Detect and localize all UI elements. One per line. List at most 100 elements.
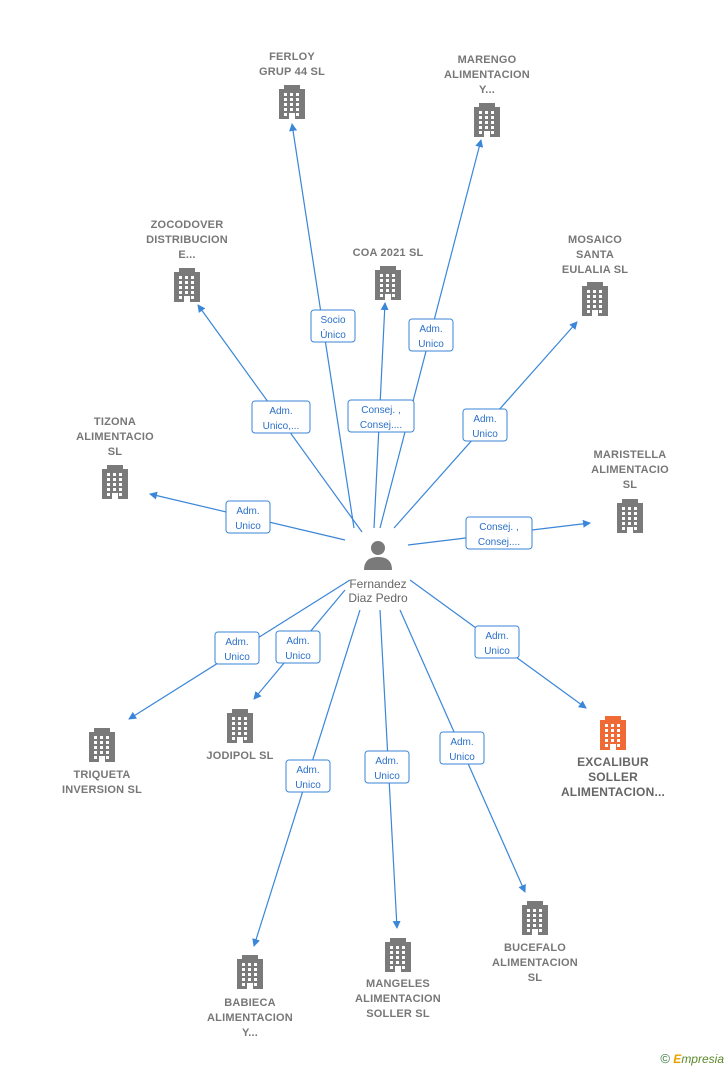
company-node-triqueta[interactable]: TRIQUETA INVERSION SL — [62, 728, 142, 796]
copyright-symbol: © — [660, 1051, 670, 1066]
edge-label-text: Unico — [224, 652, 250, 663]
company-name: FERLOY — [269, 51, 315, 63]
edge-label-zocodover[interactable]: Adm. Unico,... — [251, 400, 311, 434]
person-icon — [364, 541, 392, 570]
company-name: E... — [178, 249, 195, 261]
edge-label-box — [275, 630, 321, 664]
company-name: Y... — [242, 1027, 258, 1039]
building-icon — [102, 465, 128, 499]
edge-label-text: Unico — [235, 521, 261, 532]
edge-label-text: Adm. — [269, 406, 292, 417]
company-name: ALIMENTACION... — [561, 785, 665, 799]
edge-label-mangeles[interactable]: Adm.Unico — [364, 750, 410, 784]
edge-label-text: Unico,... — [263, 421, 300, 432]
company-node-coa[interactable]: COA 2021 SL — [353, 247, 424, 300]
company-name: TRIQUETA — [73, 769, 130, 781]
edge-label-text: Adm. — [286, 636, 309, 647]
company-name: DISTRIBUCION — [146, 234, 228, 246]
person-name: Diaz Pedro — [348, 591, 408, 605]
edge-label-text: Unico — [418, 339, 444, 350]
company-name: EXCALIBUR — [577, 755, 649, 769]
edge-label-box — [439, 731, 485, 765]
building-icon — [279, 85, 305, 119]
company-name: SOLLER — [588, 770, 638, 784]
brand-name: mpresia — [681, 1052, 724, 1066]
empresia-logo[interactable]: © Empresia — [660, 1051, 724, 1066]
company-node-marengo[interactable]: MARENGOALIMENTACIONY... — [444, 54, 530, 137]
building-icon — [89, 728, 115, 762]
edge-label-box — [310, 309, 356, 343]
company-name: BUCEFALO — [504, 942, 566, 954]
edge-label-box — [462, 408, 508, 442]
company-name: ALIMENTACION — [492, 957, 578, 969]
edge-label-text: Unico — [472, 429, 498, 440]
edge-label-excalibur[interactable]: Adm.Unico — [474, 625, 520, 659]
company-name: GRUP 44 SL — [259, 66, 325, 78]
company-name: SL — [623, 479, 638, 491]
edges-layer: SocioÚnicoAdm.UnicoAdm.Unico,...Consej. … — [128, 123, 591, 947]
company-node-babieca[interactable]: BABIECAALIMENTACIONY... — [207, 955, 293, 1039]
edge-label-box — [285, 759, 331, 793]
edge-label-text: Adm. — [473, 414, 496, 425]
edge-label-maristella[interactable]: Consej. ,Consej.... — [465, 516, 533, 550]
company-name: ALIMENTACION — [355, 993, 441, 1005]
edge-label-text: Adm. — [236, 506, 259, 517]
edge-label-text: Socio — [320, 315, 345, 326]
edge-label-mosaico[interactable]: Adm. Unico — [462, 408, 508, 442]
building-icon — [375, 266, 401, 300]
company-name: MOSAICO — [568, 234, 622, 246]
building-icon — [600, 716, 626, 750]
building-icon — [174, 268, 200, 302]
company-name: SL — [108, 446, 123, 458]
edge-label-box — [225, 500, 271, 534]
edge-label-bucefalo[interactable]: Adm.Unico — [439, 731, 485, 765]
edge-label-babieca[interactable]: Adm.Unico — [285, 759, 331, 793]
edge-label-jodipol[interactable]: Adm.Unico — [275, 630, 321, 664]
edge-label-text: Adm. — [419, 324, 442, 335]
company-node-jodipol[interactable]: JODIPOL SL — [206, 709, 273, 762]
company-node-ferloy[interactable]: FERLOY GRUP 44 SL — [259, 51, 325, 119]
edge-label-text: Unico — [374, 771, 400, 782]
edge-label-text: Único — [320, 328, 346, 341]
edge-label-text: Consej.... — [360, 420, 402, 431]
building-icon — [385, 938, 411, 972]
company-name: JODIPOL SL — [206, 750, 273, 762]
person-name: Fernandez — [349, 577, 406, 591]
edge-label-tizona[interactable]: Adm. Unico — [225, 500, 271, 534]
edge-label-text: Consej. , — [479, 522, 518, 533]
edge-label-text: Adm. — [225, 637, 248, 648]
company-node-mosaico[interactable]: MOSAICO SANTA EULALIA SL — [562, 234, 628, 316]
company-name: Y... — [479, 84, 495, 96]
edge-label-box — [364, 750, 410, 784]
edge-label-text: Unico — [449, 752, 475, 763]
company-name: BABIECA — [224, 997, 276, 1009]
edge-label-box — [214, 631, 260, 665]
edge-label-box — [474, 625, 520, 659]
company-name: SANTA — [576, 249, 614, 261]
edge-label-text: Adm. — [485, 631, 508, 642]
building-icon — [237, 955, 263, 989]
company-name: MARISTELLA — [594, 449, 667, 461]
building-icon — [582, 282, 608, 316]
company-node-zocodover[interactable]: ZOCODOVERDISTRIBUCIONE... — [146, 219, 228, 302]
edge-label-coa[interactable]: Consej. , Consej.... — [347, 399, 415, 433]
company-node-excalibur[interactable]: EXCALIBURSOLLERALIMENTACION... — [561, 716, 665, 799]
edge-label-text: Consej. , — [361, 405, 400, 416]
company-name: COA 2021 SL — [353, 247, 424, 259]
company-name: INVERSION SL — [62, 784, 142, 796]
edge-label-marengo[interactable]: Adm. Unico — [408, 318, 454, 352]
company-name: SOLLER SL — [366, 1008, 430, 1020]
building-icon — [474, 103, 500, 137]
edge-label-triqueta[interactable]: Adm. Unico — [214, 631, 260, 665]
edge-label-box — [465, 516, 533, 550]
company-name: EULALIA SL — [562, 264, 628, 276]
edge-label-box — [408, 318, 454, 352]
